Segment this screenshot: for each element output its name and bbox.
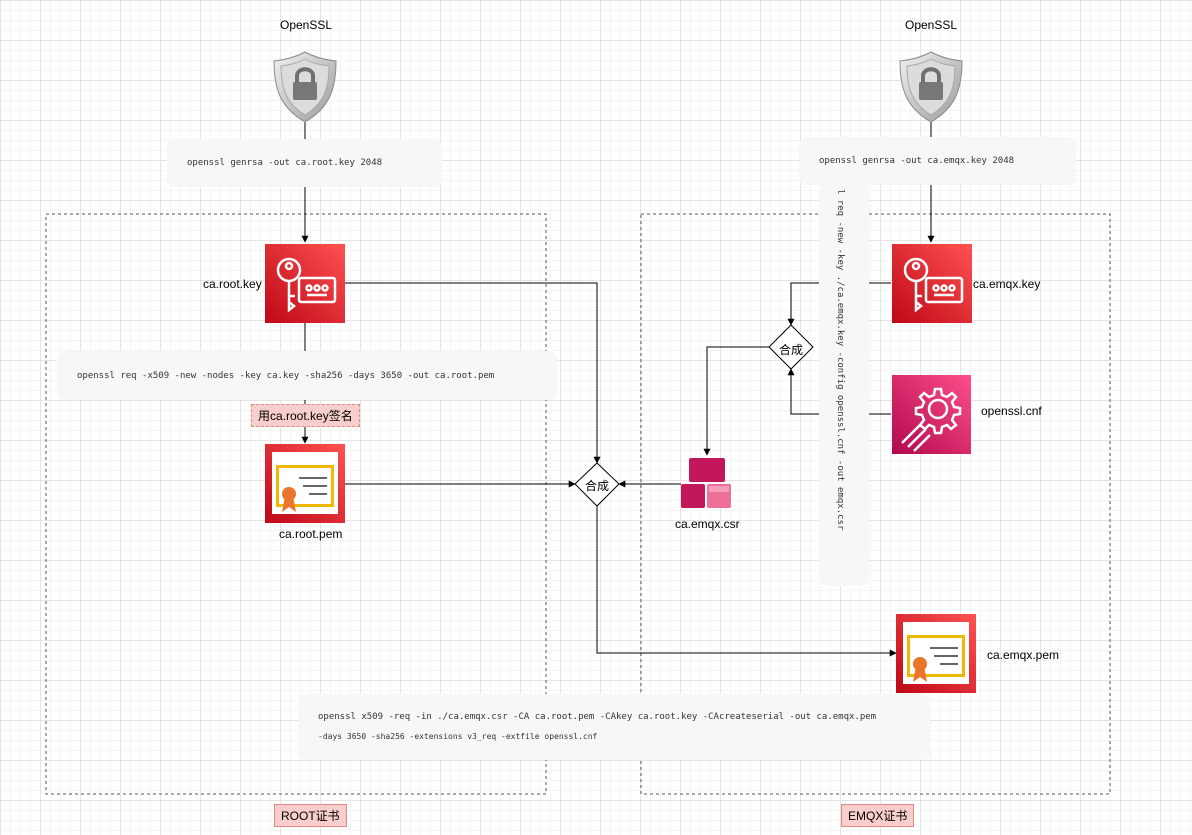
gear-icon bbox=[892, 375, 971, 454]
cmd-req-emqx-vertical-text: l req -new -key ./ca.emqx.key -config op… bbox=[835, 189, 845, 531]
cmd-genrsa-root-text: openssl genrsa -out ca.root.key 2048 bbox=[187, 158, 383, 168]
root-key-label: ca.root.key bbox=[203, 277, 262, 291]
emqx-key-label: ca.emqx.key bbox=[973, 277, 1041, 291]
root-cert-group-label: ROOT证书 bbox=[274, 804, 347, 827]
cmd-req-emqx-vertical: l req -new -key ./ca.emqx.key -config op… bbox=[819, 183, 869, 586]
edge-merge-to-csr bbox=[703, 346, 769, 456]
emqx-cert-group-label: EMQX证书 bbox=[841, 804, 915, 827]
cmd-genrsa-emqx: openssl genrsa -out ca.emqx.key 2048 bbox=[799, 137, 1076, 185]
merge-node-center bbox=[574, 462, 620, 507]
cmd-genrsa-root: openssl genrsa -out ca.root.key 2048 bbox=[167, 139, 442, 187]
openssl-label-right: OpenSSL bbox=[905, 18, 958, 32]
edge-merge-to-emqx-pem bbox=[596, 506, 897, 657]
edge-root-key-to-merge bbox=[345, 282, 601, 464]
csr-label: ca.emqx.csr bbox=[675, 517, 740, 531]
certificate-icon bbox=[265, 444, 345, 523]
cmd-sign-emqx: openssl x509 -req -in ./ca.emqx.csr -CA … bbox=[298, 694, 930, 760]
merge-label-right: 合成 bbox=[779, 343, 804, 357]
certificate-icon bbox=[896, 614, 976, 693]
cmd-genrsa-emqx-text: openssl genrsa -out ca.emqx.key 2048 bbox=[819, 156, 1015, 166]
cmd-req-root-text: openssl req -x509 -new -nodes -key ca.ke… bbox=[77, 371, 495, 381]
merge-node-right bbox=[768, 324, 814, 370]
cmd-sign-line1: openssl x509 -req -in ./ca.emqx.csr -CA … bbox=[318, 712, 877, 722]
csr-boxes-icon bbox=[681, 458, 731, 508]
emqx-cert-group bbox=[640, 213, 1111, 795]
cmd-sign-line2: -days 3650 -sha256 -extensions v3_req -e… bbox=[318, 732, 598, 741]
cmd-req-root: openssl req -x509 -new -nodes -key ca.ke… bbox=[57, 351, 557, 400]
root-pem-label: ca.root.pem bbox=[279, 527, 343, 541]
shield-lock-icon bbox=[273, 51, 337, 123]
cnf-label: openssl.cnf bbox=[981, 404, 1042, 418]
merge-label-center: 合成 bbox=[585, 479, 610, 493]
openssl-label-left: OpenSSL bbox=[280, 18, 333, 32]
key-icon bbox=[892, 244, 972, 323]
sign-with-root-key-tag: 用ca.root.key签名 bbox=[251, 404, 360, 427]
emqx-pem-label: ca.emqx.pem bbox=[987, 648, 1060, 662]
shield-lock-icon bbox=[899, 51, 963, 123]
key-icon bbox=[265, 244, 345, 323]
